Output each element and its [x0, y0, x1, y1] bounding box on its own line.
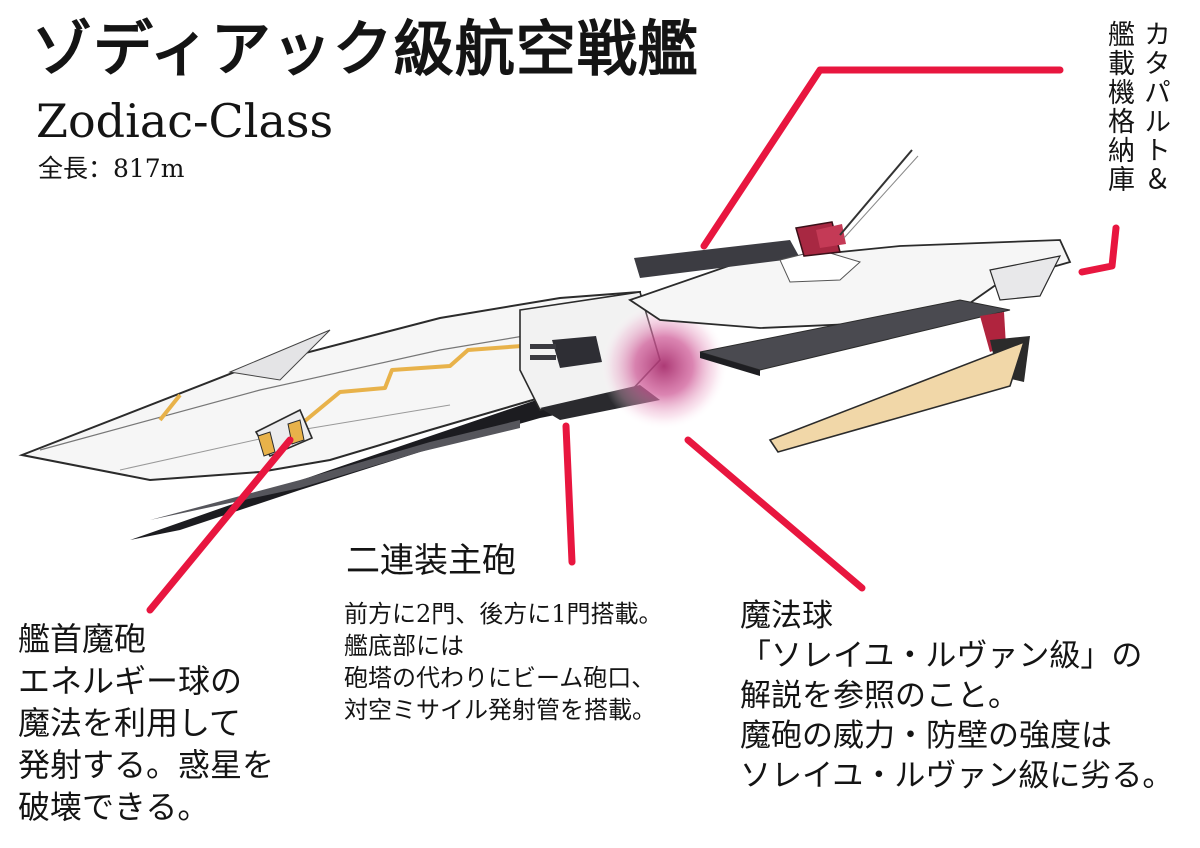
main-gun-title: 二連装主砲: [346, 541, 516, 581]
main-gun-line: 艦底部には: [344, 632, 464, 660]
main-gun-turret: [530, 336, 602, 368]
leader-catapult-bracket: [1078, 224, 1120, 276]
aft-red-turret: [795, 149, 919, 257]
bow-cannon-line: 艦首魔砲: [18, 620, 147, 658]
magic-orb-line: 魔砲の威力・防壁の強度は: [740, 718, 1112, 754]
title-japanese: ゾディアック級航空戦艦: [32, 15, 699, 85]
magic-orb-line: 「ソレイユ・ルヴァン級」の: [740, 638, 1143, 674]
title-english: Zodiac-Class: [36, 94, 334, 148]
bow-cannon-line: 魔法を利用して: [18, 704, 242, 742]
bow-cannon-description: 艦首魔砲 エネルギー球の 魔法を利用して 発射する。惑星を 破壊できる。: [18, 618, 274, 828]
magic-orb-line: 魔法球: [740, 598, 833, 634]
main-gun-line: 対空ミサイル発射管を搭載。: [344, 696, 656, 724]
bow-cannon: [254, 408, 314, 458]
leader-catapult: [700, 66, 1064, 250]
bow-cannon-line: 破壊できる。: [18, 788, 210, 826]
catapult-label-line: 艦載機格納庫: [1103, 20, 1134, 194]
rear-fin: [768, 312, 1030, 453]
magic-orb-line: ソレイユ・ルヴァン級に劣る。: [740, 758, 1174, 794]
catapult-label-line: カタパルト＆: [1139, 20, 1170, 194]
bow-cannon-line: 発射する。惑星を: [18, 746, 275, 784]
catapult-hangar-label: カタパルト＆ 艦載機格納庫: [1092, 20, 1172, 220]
magic-orb: [600, 302, 728, 430]
magic-orb-description: 魔法球 「ソレイユ・ルヴァン級」の 解説を参照のこと。 魔砲の威力・防壁の強度は…: [740, 596, 1173, 796]
leader-bow-cannon: [146, 436, 294, 614]
bow-keel: [130, 370, 640, 540]
leader-main-gun: [562, 422, 576, 566]
main-gun-line: 砲塔の代わりにビーム砲口、: [344, 664, 656, 692]
leader-magic-orb: [684, 436, 866, 592]
main-gun-line: 前方に2門、後方に1門搭載。: [344, 600, 663, 628]
leader-lines: [146, 66, 1120, 614]
main-gun-description: 前方に2門、後方に1門搭載。 艦底部には 砲塔の代わりにビーム砲口、 対空ミサイ…: [344, 598, 663, 726]
magic-orb-line: 解説を参照のこと。: [740, 678, 1019, 714]
aft-carrier-deck: [627, 239, 1072, 376]
bow-cannon-line: エネルギー球の: [18, 662, 243, 700]
overall-length: 全長：817m: [38, 154, 185, 183]
